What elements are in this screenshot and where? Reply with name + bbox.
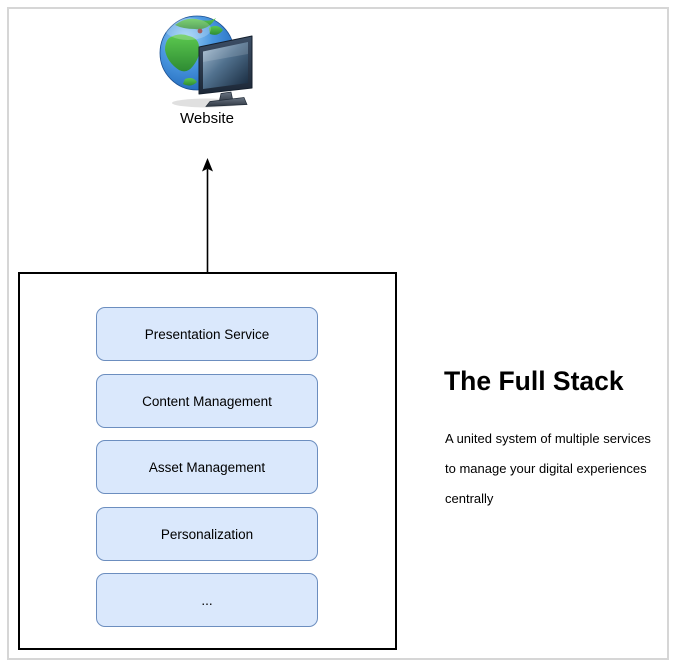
description-line: centrally bbox=[445, 491, 494, 506]
service-box-label: Presentation Service bbox=[144, 326, 270, 342]
service-box-content-management: Content Management bbox=[96, 374, 318, 428]
up-arrow-icon bbox=[202, 158, 213, 274]
service-box-asset-management: Asset Management bbox=[96, 440, 318, 494]
service-box-personalization: Personalization bbox=[96, 507, 318, 561]
full-stack-title: The Full Stack bbox=[444, 366, 624, 396]
description-line: A united system of multiple services bbox=[445, 431, 651, 446]
service-box-presentation-service: Presentation Service bbox=[96, 307, 318, 361]
full-stack-container: Presentation Service Content Management … bbox=[18, 272, 397, 650]
globe-monitor-icon bbox=[159, 15, 253, 108]
website-label: Website bbox=[180, 110, 234, 127]
description-line: to manage your digital experiences bbox=[445, 461, 647, 476]
service-box-ellipsis: ... bbox=[96, 573, 318, 627]
service-box-label: Content Management bbox=[142, 393, 272, 409]
service-box-label: Personalization bbox=[160, 526, 254, 542]
full-stack-description: A united system of multiple services to … bbox=[445, 424, 651, 514]
service-box-label: ... bbox=[201, 592, 213, 608]
service-box-label: Asset Management bbox=[148, 459, 266, 475]
